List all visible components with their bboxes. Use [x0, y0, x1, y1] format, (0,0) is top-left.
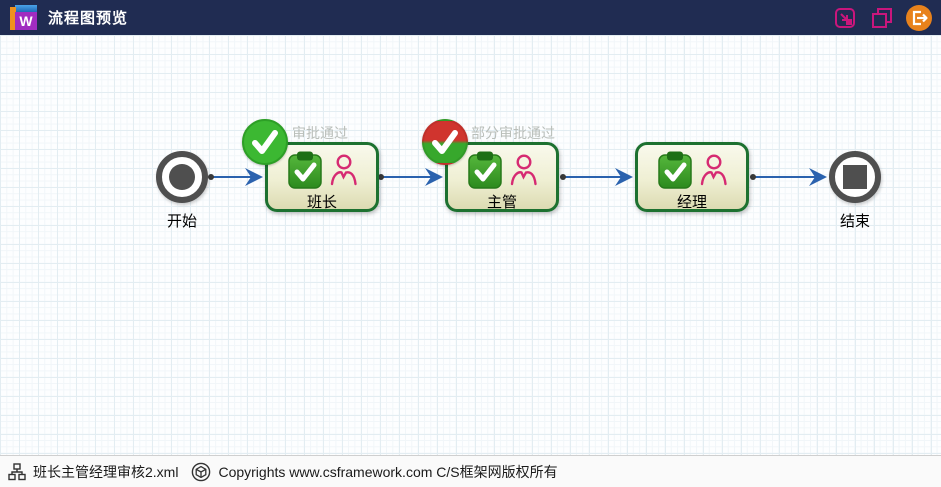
start-circle-icon: [156, 151, 208, 203]
logo-w-mark: W: [15, 12, 37, 30]
start-node[interactable]: 开始: [152, 151, 212, 231]
partial-approved-badge-icon: [422, 119, 468, 165]
clipboard-check-icon: [287, 151, 322, 189]
exit-button[interactable]: [905, 4, 933, 32]
statusbar-filename: 班长主管经理审核2.xml: [33, 463, 179, 480]
logo-orange-strip: [10, 7, 16, 30]
end-label: 结束: [839, 213, 870, 230]
cube-icon: [192, 462, 211, 481]
resize-corner-icon: [835, 7, 855, 28]
statusbar: 班长主管经理审核2.xml Copyrights www.csframework…: [0, 455, 941, 487]
app-logo: W: [10, 4, 37, 31]
flowchart-canvas[interactable]: 开始 班长: [0, 35, 941, 455]
logo-blue-strip: [15, 5, 37, 12]
titlebar: W 流程图预览: [0, 0, 941, 35]
task-node-zhuguan[interactable]: 主管: [445, 142, 559, 212]
person-icon: [330, 154, 357, 186]
partial-approved-badge-label: 部分审批通过: [471, 125, 555, 141]
task-node-jingli[interactable]: 经理: [635, 142, 749, 212]
task-label: 主管: [486, 194, 517, 211]
person-icon: [510, 154, 537, 186]
maximize-restore-button[interactable]: [868, 4, 896, 32]
start-label: 开始: [166, 213, 197, 230]
person-icon: [700, 154, 727, 186]
approved-badge-label: 审批通过: [292, 125, 348, 141]
task-node-banzhang[interactable]: 班长: [265, 142, 379, 212]
window-title: 流程图预览: [48, 10, 129, 27]
end-circle-icon: [829, 151, 881, 203]
statusbar-copyright: Copyrights www.csframework.com C/S框架网版权所…: [218, 463, 558, 480]
connectors: [208, 168, 827, 186]
approved-badge-icon: [242, 119, 288, 165]
clipboard-check-icon: [467, 151, 502, 189]
end-node[interactable]: 结束: [825, 151, 885, 231]
task-label: 班长: [306, 194, 337, 211]
org-chart-icon: [8, 462, 26, 480]
task-label: 经理: [676, 194, 707, 211]
exit-icon: [906, 4, 932, 31]
windows-copy-icon: [872, 7, 892, 28]
clipboard-check-icon: [657, 151, 692, 189]
resize-corner-button[interactable]: [831, 4, 859, 32]
